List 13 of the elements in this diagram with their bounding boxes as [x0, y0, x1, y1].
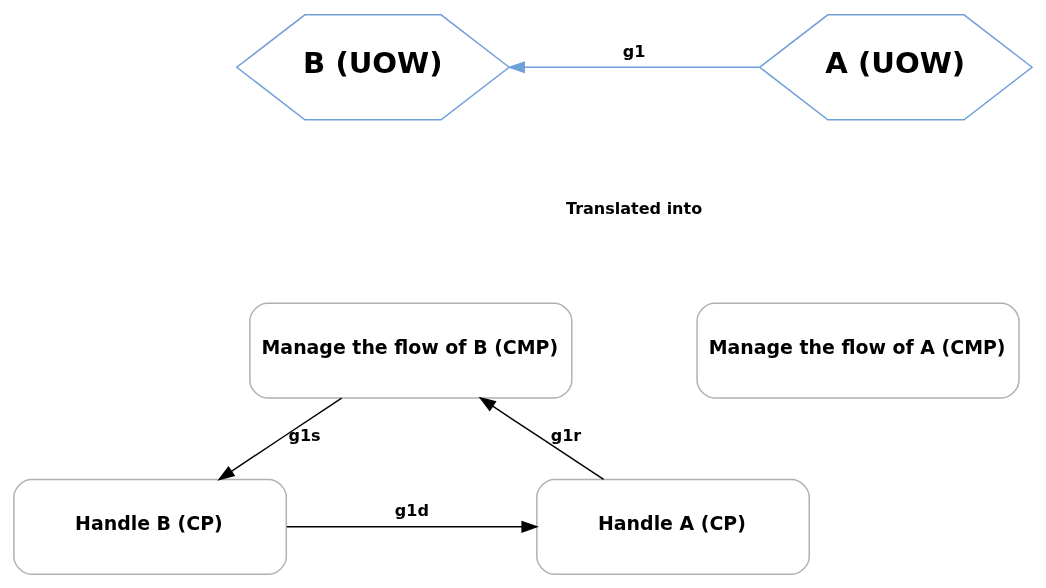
arrow — [286, 520, 539, 533]
arrow — [507, 60, 761, 73]
label: Translated into — [565, 198, 703, 218]
node-box: Manage the flow of B (CMP) — [249, 302, 573, 399]
edge-label: g1r — [550, 425, 582, 445]
arrow — [478, 396, 605, 480]
node-box: Handle B (CP) — [13, 478, 288, 575]
node-box: Handle A (CP) — [536, 478, 810, 575]
node-box: Manage the flow of A (CMP) — [696, 302, 1020, 399]
edge-label: g1s — [288, 425, 321, 445]
edge-label: g1 — [622, 41, 646, 61]
edge-label: g1d — [394, 500, 429, 520]
arrow — [217, 396, 343, 481]
